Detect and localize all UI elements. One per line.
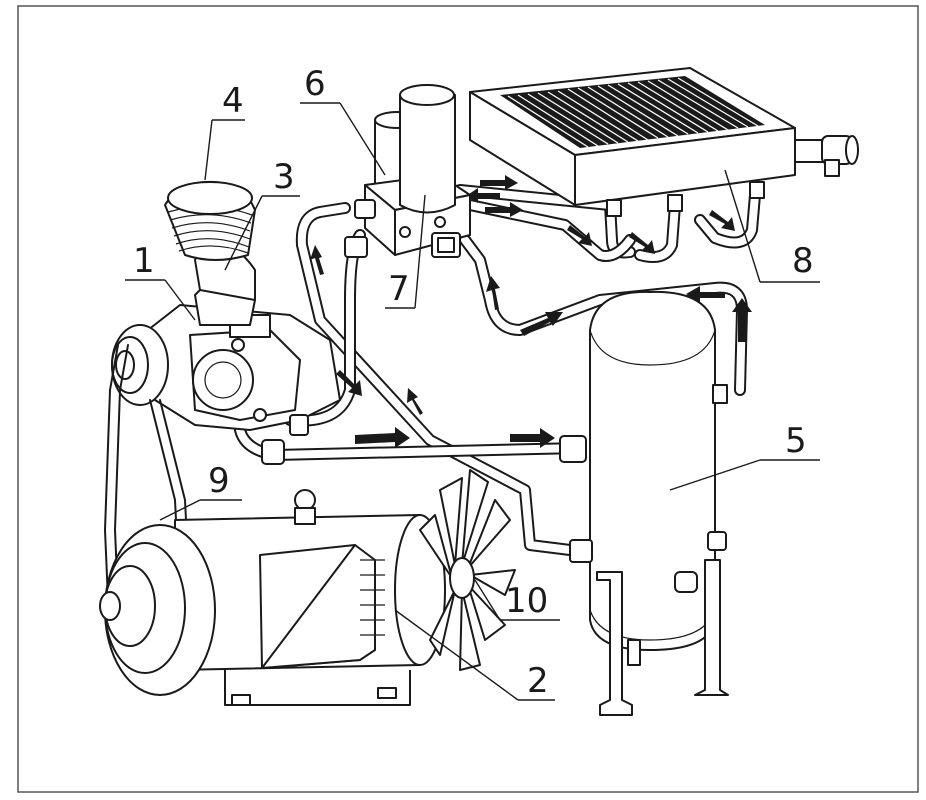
arrow-12 [485, 202, 523, 217]
electric-motor [99, 489, 446, 706]
callout-4: 4 [222, 81, 244, 121]
callout-2: 2 [527, 661, 549, 701]
oil-air-cooler [469, 67, 859, 217]
arrow-13 [567, 225, 592, 246]
arrow-1 [355, 427, 410, 448]
callout-5: 5 [785, 421, 807, 461]
oil-separator [364, 84, 471, 258]
callout-8: 8 [792, 241, 814, 281]
callout-3: 3 [273, 157, 295, 197]
arrow-15 [709, 210, 735, 231]
arrow-8 [310, 245, 324, 275]
callout-7: 7 [388, 269, 410, 309]
arrow-11 [466, 188, 500, 203]
air-intake-filter [164, 180, 256, 261]
arrow-6 [486, 276, 500, 310]
arrow-9 [407, 388, 423, 415]
callouts: 4 3 1 6 7 8 5 9 10 2 [125, 64, 820, 701]
arrow-5 [686, 286, 725, 302]
arrow-7 [336, 370, 362, 396]
figure-frame [17, 5, 919, 793]
arrow-3 [520, 312, 563, 336]
cooling-fan [419, 469, 516, 671]
cooling-ribs [360, 559, 385, 636]
callout-9: 9 [208, 461, 230, 501]
arrow-14 [629, 232, 655, 254]
callout-6: 6 [304, 64, 326, 104]
callout-10: 10 [505, 581, 548, 621]
flow-arrows [310, 175, 752, 448]
intake-elbow [194, 244, 256, 326]
compressor-air-end [111, 199, 376, 465]
callout-1: 1 [133, 241, 155, 281]
air-receiver-tank [559, 290, 729, 716]
cooler-fins [507, 77, 759, 148]
arrow-4 [732, 298, 752, 342]
arrow-2 [510, 428, 555, 448]
arrow-10 [480, 175, 518, 190]
